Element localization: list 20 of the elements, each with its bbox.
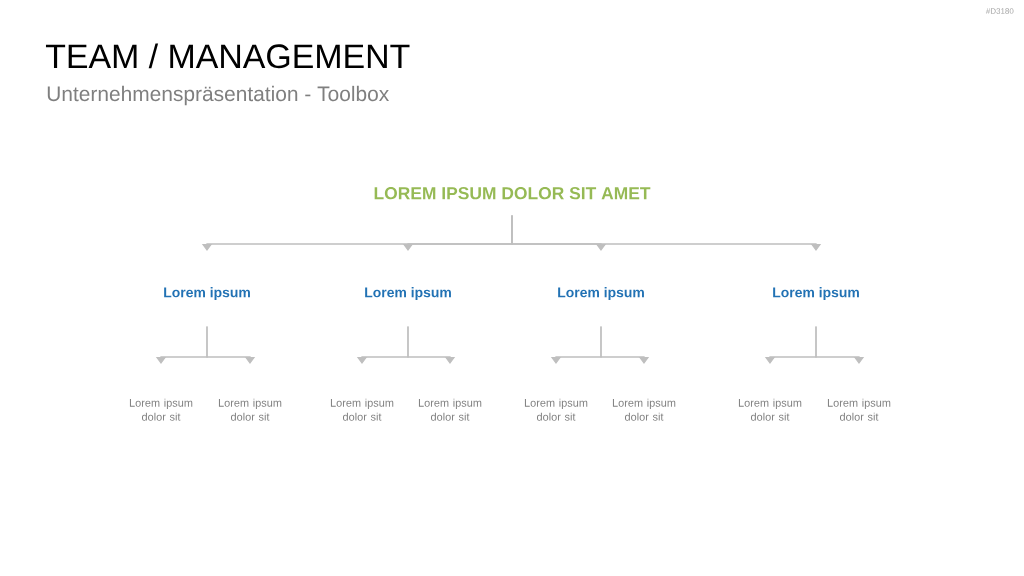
leaf-text: Lorem ipsum dolor sit <box>330 398 394 421</box>
leaf-text: Lorem ipsum dolor sit <box>524 398 588 421</box>
leaf-text: Lorem ipsum dolor sit <box>129 398 193 421</box>
leaf-text: Lorem ipsum dolor sit <box>612 398 676 421</box>
subtitle: Unternehmenspräsentation - Toolbox <box>47 85 389 106</box>
connector-arrow <box>511 214 822 251</box>
connector-arrow <box>407 325 456 364</box>
leaf-text: Lorem ipsum dolor sit <box>827 398 891 421</box>
leaf-text: Lorem ipsum dolor sit <box>218 398 282 421</box>
connector-arrow <box>600 325 650 364</box>
branch-heading: Lorem ipsum <box>365 287 451 301</box>
branch-heading: Lorem ipsum <box>558 287 644 301</box>
leaf-text: Lorem ipsum dolor sit <box>738 398 802 421</box>
slide-title: TEAM / MANAGEMENT <box>45 43 410 69</box>
branch-heading: Lorem ipsum <box>164 287 250 301</box>
branch-heading: Lorem ipsum <box>773 287 859 301</box>
leaf-text: Lorem ipsum dolor sit <box>418 398 482 421</box>
chart-heading: LOREM IPSUM DOLOR SIT AMET <box>374 187 651 200</box>
connector-arrow <box>206 325 256 364</box>
connector-arrow <box>815 325 865 364</box>
